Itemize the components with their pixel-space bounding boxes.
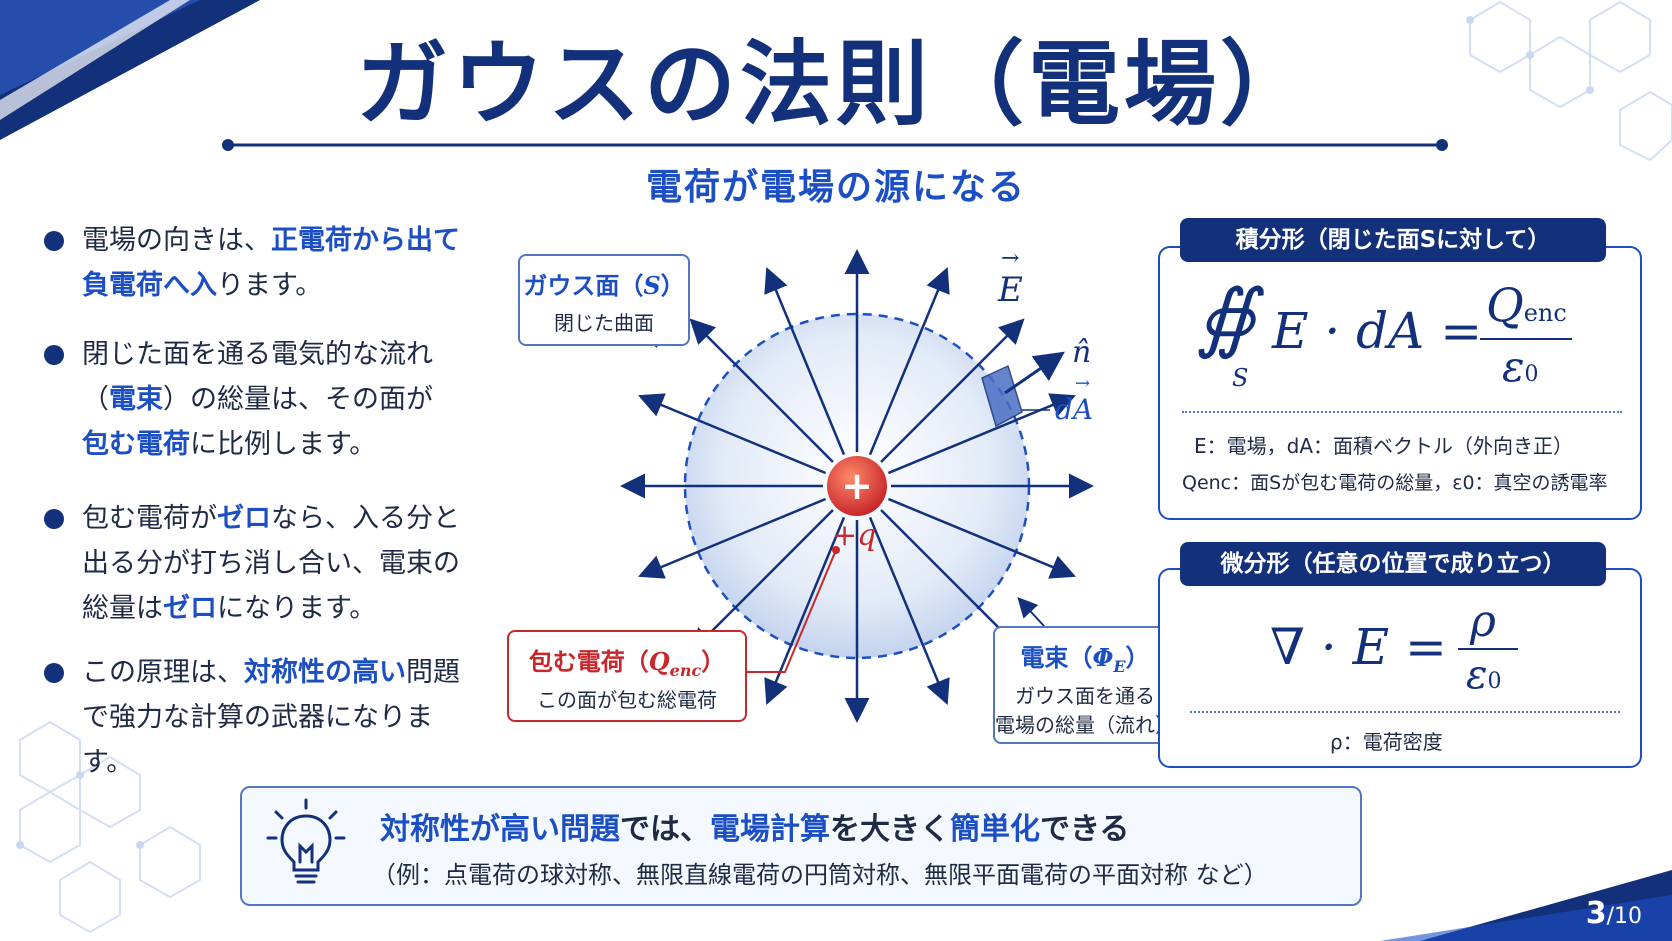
bullet-dot bbox=[44, 509, 64, 529]
callout-desc: この面が包む総電荷 bbox=[537, 687, 717, 712]
lightbulb-icon bbox=[266, 798, 346, 884]
field-line bbox=[764, 267, 846, 456]
closed-integral-symbol: ∯ bbox=[1196, 272, 1256, 361]
differential-body: ∇ · E = bbox=[1270, 618, 1447, 676]
point-charge bbox=[827, 456, 887, 516]
bullet-text: 問題で強力な計算の武器になります。 bbox=[82, 657, 460, 778]
differential-form-header: 微分形（任意の位置で成り立つ） bbox=[1180, 542, 1606, 586]
bullet-text: ）の総量は、その面が bbox=[163, 384, 433, 415]
bullet-text: なら、入る分と出る分が打ち消し合い、電束の総量は bbox=[82, 503, 460, 624]
gauss-surface-callout: ガウス面（S） 閉じた曲面 bbox=[518, 254, 690, 346]
integral-legend-1: E：電場，dA：面積ベクトル（外向き正） bbox=[1194, 434, 1574, 458]
tip-box bbox=[240, 786, 1362, 906]
fraction-numerator: ρ bbox=[1470, 596, 1496, 647]
integral-legend-2: Qenc：面Sが包む電荷の総量，ε0：真空の誘電率 bbox=[1182, 472, 1608, 494]
field-label-text: E bbox=[998, 270, 1023, 310]
tip-highlight: 簡単化 bbox=[950, 812, 1040, 847]
numerator-subscript: enc bbox=[1523, 299, 1567, 327]
page-current: 3 bbox=[1585, 896, 1607, 931]
denominator-subscript: 0 bbox=[1524, 362, 1539, 387]
bullet-dot bbox=[44, 345, 64, 365]
callout-desc: 電場の総量（流れ） bbox=[995, 712, 1175, 737]
field-line bbox=[764, 516, 846, 705]
bullet-text: 包む電荷が bbox=[82, 503, 217, 534]
field-line bbox=[638, 393, 827, 475]
field-line bbox=[689, 318, 834, 463]
tip-text: を大きく bbox=[830, 812, 950, 847]
integral-form-panel bbox=[1158, 246, 1642, 520]
bullet-highlight: 包む電荷 bbox=[82, 429, 190, 460]
bullet-highlight: 電束 bbox=[109, 384, 163, 415]
field-line bbox=[887, 497, 1076, 579]
bullet-text: この原理は、 bbox=[82, 657, 244, 688]
fraction-denominator: ε bbox=[1466, 652, 1488, 698]
field-line bbox=[880, 318, 1025, 463]
area-label: d→dAA bbox=[1055, 373, 1094, 426]
bullet-highlight: 正電荷から出て bbox=[271, 225, 460, 256]
normal-vector bbox=[1004, 351, 1065, 395]
page-title: ガウスの法則（電場） bbox=[355, 31, 1316, 138]
bullet-text: に比例します。 bbox=[190, 429, 377, 460]
page-number: 3/10 bbox=[1586, 896, 1642, 931]
differential-form-panel bbox=[1158, 568, 1642, 768]
callout-symbol: S bbox=[643, 271, 661, 300]
bullet-dot bbox=[44, 663, 64, 683]
differential-legend: ρ：電荷密度 bbox=[1330, 730, 1443, 754]
callout-subscript: enc bbox=[669, 660, 702, 680]
field-lines bbox=[620, 249, 1094, 723]
bullet-flux-proportional: 閉じた面を通る電気的な流れ （電束）の総量は、その面が包む電荷に比例します。 bbox=[40, 332, 480, 467]
area-element bbox=[981, 364, 1023, 428]
denominator-subscript: 0 bbox=[1487, 669, 1502, 694]
tip-text: できる bbox=[1040, 812, 1130, 847]
bullet-highlight: 対称性の高い bbox=[244, 657, 406, 688]
tip-highlight: 電場計算 bbox=[710, 812, 830, 847]
callout-title: 包む電荷 bbox=[528, 648, 625, 676]
callout-symbol: Q bbox=[648, 647, 670, 676]
differential-formula: ∇ · E = ρ ε0 bbox=[1270, 596, 1530, 706]
bullet-highlight: ゼロ bbox=[163, 593, 217, 624]
tip-main-text: 対称性が高い問題では、電場計算を大きく簡単化できる bbox=[380, 804, 1129, 848]
flux-callout: 電束（ΦE） ガウス面を通る 電場の総量（流れ） bbox=[993, 626, 1177, 744]
callout-symbol: Φ bbox=[1092, 643, 1114, 672]
charge-sign: + bbox=[841, 464, 873, 508]
field-vector-label: →E bbox=[998, 246, 1023, 310]
callout-desc: ガウス面を通る bbox=[1015, 683, 1155, 708]
bullet-text: （ bbox=[82, 384, 109, 415]
fraction-denominator: ε bbox=[1502, 342, 1525, 391]
normal-label: n̂ bbox=[1072, 335, 1092, 370]
bullet-text: 閉じた面を通る電気的な流れ bbox=[82, 339, 433, 370]
bullet-zero-charge: 包む電荷がゼロなら、入る分と出る分が打ち消し合い、電束の総量はゼロになります。 bbox=[40, 496, 480, 631]
bullet-field-direction: 電場の向きは、正電荷から出て負電荷へ入ります。 bbox=[40, 218, 480, 308]
callout-subscript: E bbox=[1113, 656, 1126, 676]
bullet-symmetry: この原理は、対称性の高い問題で強力な計算の武器になります。 bbox=[40, 650, 480, 785]
field-line bbox=[868, 267, 950, 456]
integral-subscript: S bbox=[1232, 364, 1249, 392]
tip-text: では、 bbox=[620, 812, 710, 847]
bullet-text: 電場の向きは、 bbox=[82, 225, 271, 256]
fraction-numerator: Q bbox=[1486, 278, 1524, 332]
bullet-text: になります。 bbox=[217, 593, 377, 624]
field-line bbox=[868, 516, 950, 705]
page-total: /10 bbox=[1606, 904, 1642, 929]
integral-body: E · dA = bbox=[1272, 302, 1483, 360]
callout-title: 電束 bbox=[1020, 644, 1069, 672]
tip-highlight: 対称性が高い問題 bbox=[380, 812, 620, 847]
bullet-highlight: 負電荷へ入 bbox=[82, 270, 217, 301]
field-line bbox=[689, 509, 834, 654]
charge-label: +q bbox=[832, 518, 877, 553]
enclosed-charge-callout: 包む電荷（Qenc） この面が包む総電荷 bbox=[507, 630, 747, 722]
callout-desc: 閉じた曲面 bbox=[554, 311, 654, 335]
bullet-dot bbox=[44, 231, 64, 251]
bullet-text: ります。 bbox=[217, 270, 323, 301]
page-subtitle: 電荷が電場の源になる bbox=[645, 167, 1026, 208]
callout-title: ガウス面 bbox=[523, 272, 620, 300]
tip-sub-text: （例：点電荷の球対称、無限直線電荷の円筒対称、無限平面電荷の平面対称 など） bbox=[372, 861, 1268, 889]
integral-form-header: 積分形（閉じた面Sに対して） bbox=[1180, 218, 1606, 262]
bullet-highlight: ゼロ bbox=[217, 503, 271, 534]
field-line bbox=[638, 497, 827, 579]
